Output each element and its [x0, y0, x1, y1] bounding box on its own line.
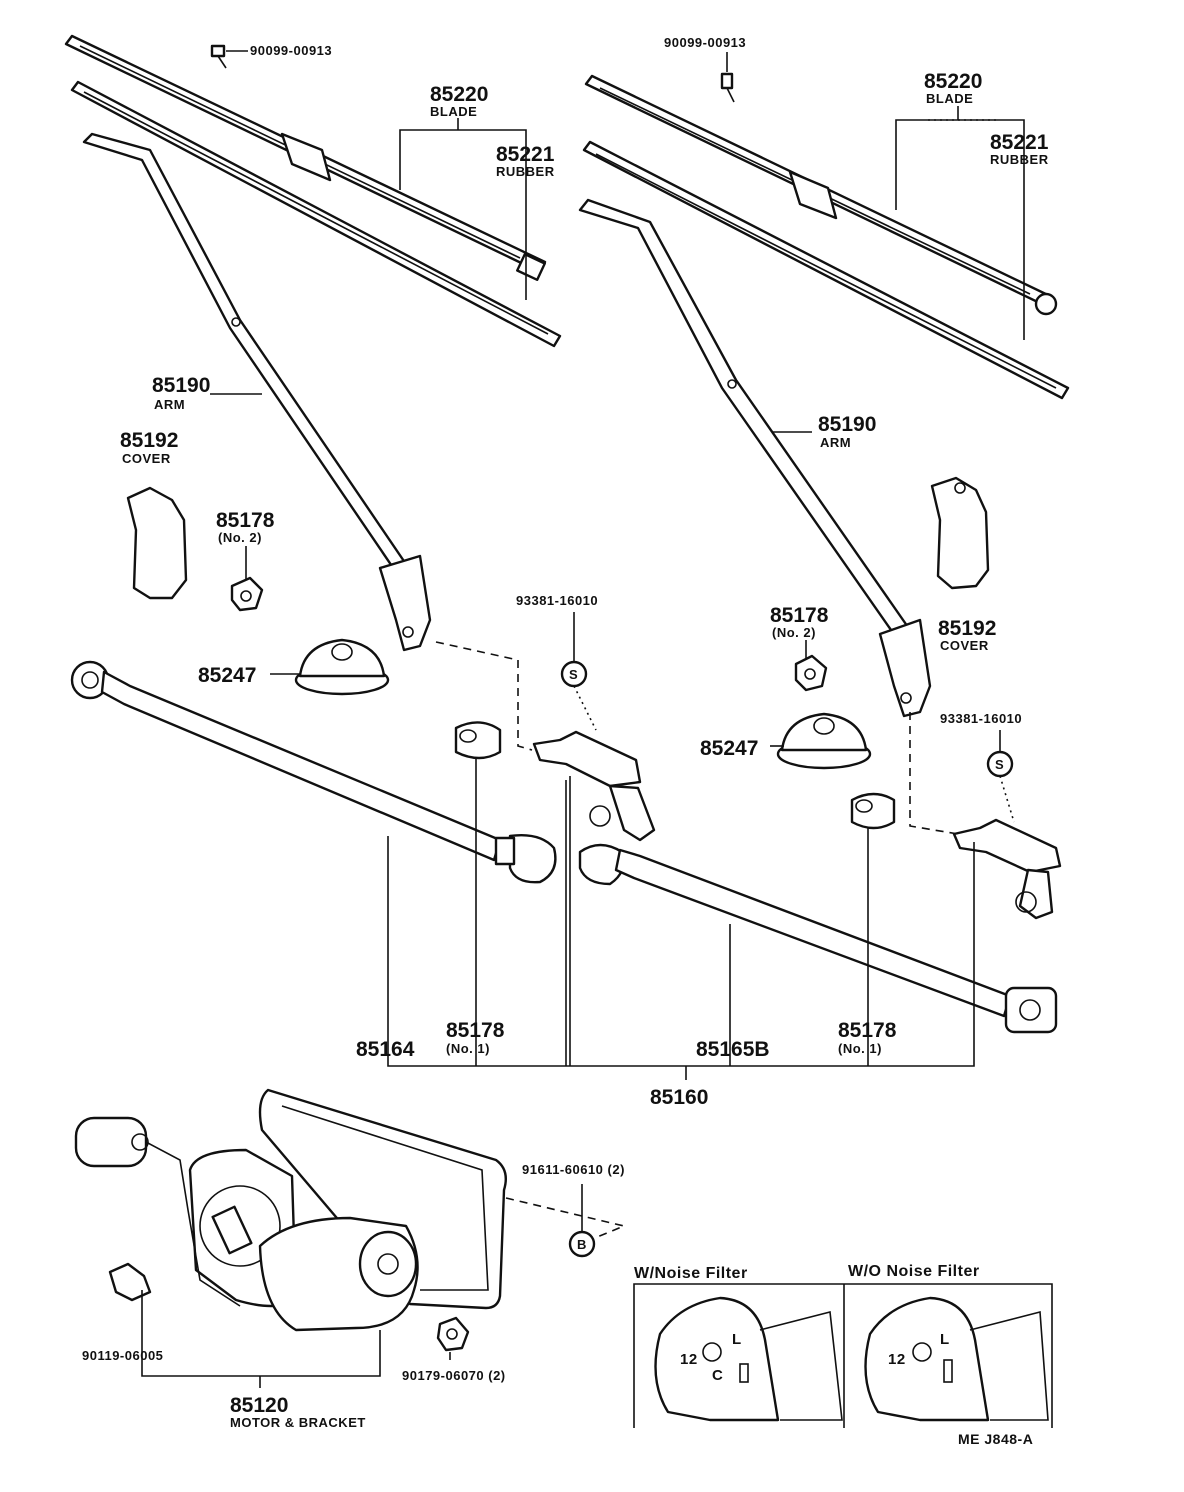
right-arm-cover	[930, 476, 990, 590]
label-blade-left-name: BLADE	[430, 104, 477, 119]
wiper-motor	[188, 1148, 419, 1332]
left-bolt-icon	[210, 44, 227, 69]
label-bolt-right: 90099-00913	[664, 35, 746, 50]
label-rubber-left-num: 85221	[496, 143, 555, 166]
label-nut-right-num: 85178	[770, 604, 829, 627]
label-with-filter: W/Noise Filter	[634, 1265, 748, 1282]
label-blade-right-num: 85220	[924, 70, 982, 93]
label-cap-left: 85247	[198, 664, 256, 687]
label-cap-right: 85247	[700, 737, 758, 760]
label-rubber-left-name: RUBBER	[496, 164, 555, 179]
label-bush-left-num: 85178	[446, 1019, 505, 1042]
right-bushing	[850, 792, 896, 830]
terminal-12-without: 12	[888, 1351, 906, 1368]
right-wiper-rubber	[582, 140, 1070, 400]
wiper-motor-bracket	[258, 1088, 507, 1310]
label-arm-right-name: ARM	[820, 435, 851, 450]
label-arm-left-name: ARM	[154, 397, 185, 412]
label-cover-right-num: 85192	[938, 617, 996, 640]
terminal-c-with: C	[712, 1367, 723, 1384]
left-bushing	[454, 721, 502, 760]
label-clip-left: 93381-16010	[516, 593, 598, 608]
label-link-assy: 85160	[650, 1086, 708, 1109]
label-link-right: 85165B	[696, 1038, 770, 1061]
left-arm-cover	[126, 486, 188, 600]
label-blade-right-name: BLADE	[926, 91, 973, 106]
right-link-rod	[578, 843, 1058, 1034]
label-cover-left-name: COVER	[122, 451, 171, 466]
label-motor-num: 85120	[230, 1394, 288, 1417]
b-marker: B	[568, 1230, 596, 1258]
terminal-l-with: L	[732, 1331, 742, 1348]
label-cover-right-name: COVER	[940, 638, 989, 653]
motor-grommet	[108, 1262, 152, 1302]
label-nut-left-sub: (No. 2)	[218, 530, 262, 545]
label-bolt-motor: 91611-60610 (2)	[522, 1162, 625, 1177]
label-bolt-left: 90099-00913	[250, 43, 332, 58]
right-wiper-arm	[578, 198, 932, 718]
left-link-rod	[70, 660, 557, 884]
s-marker-right: S	[986, 750, 1014, 778]
left-wiper-rubber	[70, 80, 562, 348]
right-pivot-assembly	[952, 818, 1062, 920]
label-bush-left-sub: (No. 1)	[446, 1041, 490, 1056]
left-pivot-cap	[294, 638, 390, 696]
left-pivot-assembly	[532, 730, 656, 842]
terminal-12-with: 12	[680, 1351, 698, 1368]
label-without-filter: W/O Noise Filter	[848, 1263, 980, 1280]
label-motor-name: MOTOR & BRACKET	[230, 1415, 366, 1430]
label-rubber-right-name: RUBBER	[990, 152, 1049, 167]
left-nut-no2	[230, 576, 264, 612]
svg-text:B: B	[577, 1237, 587, 1252]
label-bush-right-sub: (No. 1)	[838, 1041, 882, 1056]
label-arm-right-num: 85190	[818, 413, 876, 436]
terminal-l-without: L	[940, 1331, 950, 1348]
motor-mount-nut	[436, 1316, 470, 1352]
label-cover-left-num: 85192	[120, 429, 178, 452]
label-blade-left-num: 85220	[430, 83, 488, 106]
label-nut-right-sub: (No. 2)	[772, 625, 816, 640]
noise-filter-insets	[633, 1283, 1053, 1428]
label-link-left: 85164	[356, 1038, 415, 1061]
label-nut-left-num: 85178	[216, 509, 275, 532]
label-clip-right: 93381-16010	[940, 711, 1022, 726]
left-wiper-blade	[64, 34, 547, 282]
right-pivot-cap	[776, 712, 872, 770]
label-nut-motor: 90179-06070 (2)	[402, 1368, 506, 1383]
diagram-code: ME J848-A	[958, 1431, 1033, 1447]
right-bolt-icon	[720, 72, 735, 103]
right-nut-no2	[794, 654, 828, 692]
right-wiper-blade	[584, 74, 1058, 316]
left-wiper-arm	[82, 132, 432, 652]
label-bush-right-num: 85178	[838, 1019, 897, 1042]
motor-connector	[74, 1116, 241, 1307]
label-rubber-right-num: 85221	[990, 131, 1049, 154]
svg-text:S: S	[569, 667, 578, 682]
svg-text:S: S	[995, 757, 1004, 772]
label-arm-left-num: 85190	[152, 374, 210, 397]
s-marker-left: S	[560, 660, 588, 688]
label-grommet: 90119-06005	[82, 1348, 163, 1363]
